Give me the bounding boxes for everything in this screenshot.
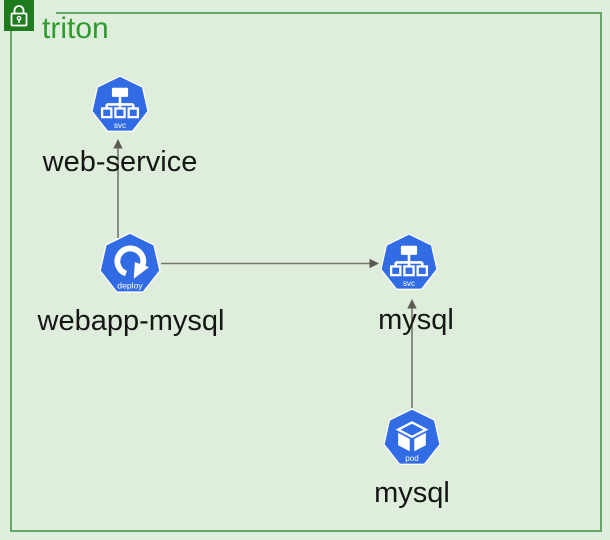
badge-deploy: deploy [117, 281, 143, 291]
node-label-webapp-mysql: webapp-mysql [37, 305, 225, 337]
pod-icon: pod [383, 408, 441, 465]
namespace-border-bottom [10, 530, 602, 532]
edge-webapp-to-webservice [113, 139, 123, 238]
node-label-mysql-pod: mysql [374, 477, 450, 509]
namespace-title: triton [42, 12, 109, 45]
badge-svc: svc [403, 279, 415, 288]
badge-svc: svc [114, 121, 126, 130]
node-web-service[interactable]: svc [91, 75, 149, 140]
node-label-web-service: web-service [42, 146, 198, 178]
edge-mysqlpod-to-mysqlsvc [407, 299, 417, 408]
node-mysql-svc[interactable]: svc [380, 233, 438, 298]
namespace-border-left [10, 28, 12, 532]
deployment-icon: deploy [99, 232, 161, 293]
service-icon: svc [380, 233, 438, 290]
node-label-mysql-svc: mysql [378, 304, 454, 336]
namespace-lock-icon [4, 0, 34, 31]
namespace-border-top [56, 12, 602, 14]
edge-webapp-to-mysqlsvc [161, 258, 379, 269]
badge-pod: pod [405, 454, 418, 463]
node-mysql-pod[interactable]: pod [383, 408, 441, 473]
service-icon: svc [91, 75, 149, 132]
namespace-border-right [600, 12, 602, 532]
node-webapp-mysql[interactable]: deploy [99, 232, 161, 301]
